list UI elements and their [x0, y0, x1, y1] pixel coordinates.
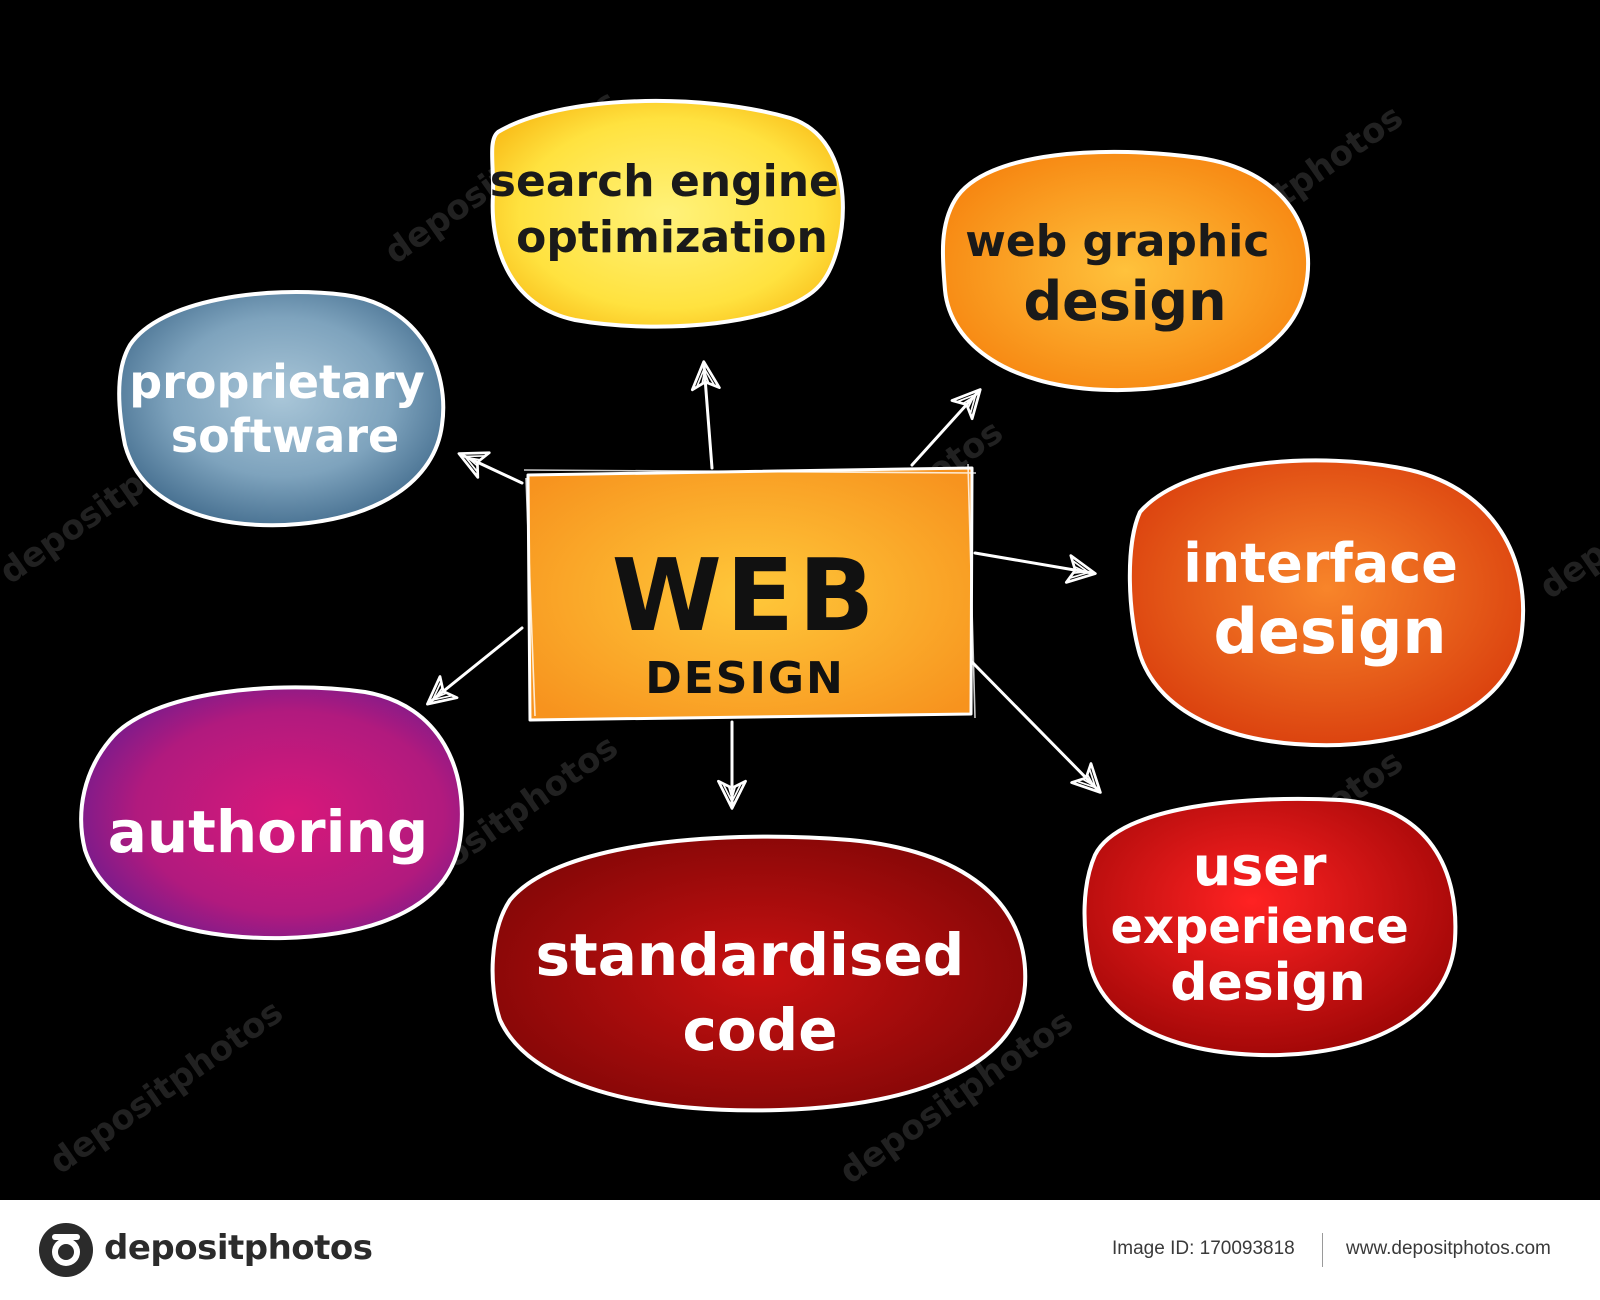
node-standardised-code: standardised code	[490, 834, 1028, 1113]
footer-divider	[1322, 1233, 1323, 1267]
connector-interface	[973, 551, 1097, 584]
node-proprietary-software: proprietary software	[117, 290, 446, 528]
footer-url: www.depositphotos.com	[1346, 1238, 1551, 1259]
camera-logo-icon	[39, 1223, 93, 1277]
central-subtitle: DESIGN	[645, 653, 845, 704]
node-interface-design: interface design	[1127, 458, 1525, 748]
watermark: depositphotos	[42, 992, 290, 1182]
bubble-proprietary-software	[117, 290, 446, 528]
web-design-mind-map: depositphotos depositphotos depositphoto…	[0, 82, 1600, 1192]
node-authoring: authoring	[79, 685, 464, 941]
bubble-search-engine-optimization	[490, 98, 845, 329]
central-title: WEB	[612, 537, 879, 654]
bubble-authoring	[79, 685, 464, 941]
footer-image-id: Image ID: 170093818	[1112, 1238, 1295, 1259]
stock-footer-bar: depositphotos Image ID: 170093818 www.de…	[0, 1200, 1600, 1300]
label-interface-design: interface design	[1183, 532, 1476, 668]
label-standardised-code: standardised code	[536, 921, 985, 1064]
connector-authoring	[425, 626, 524, 706]
node-web-graphic-design: web graphic design	[940, 149, 1311, 393]
central-box	[526, 466, 974, 722]
connector-graphic	[910, 388, 982, 467]
connector-proprietary	[457, 451, 524, 485]
node-user-experience-design: user experience design	[1082, 796, 1458, 1058]
node-search-engine-optimization: search engine optimization	[490, 98, 854, 329]
connector-ux	[970, 660, 1102, 794]
bubble-web-graphic-design	[940, 149, 1311, 393]
bubble-standardised-code	[490, 834, 1028, 1113]
watermark: depositphotos	[1532, 417, 1600, 607]
bubble-interface-design	[1127, 458, 1525, 748]
connector-seo	[690, 360, 721, 470]
label-authoring: authoring	[108, 798, 429, 866]
bubble-user-experience-design	[1082, 796, 1458, 1058]
central-topic: WEB DESIGN	[523, 463, 977, 722]
label-web-graphic-design: web graphic design	[965, 216, 1285, 333]
label-proprietary-software: proprietary software	[129, 355, 441, 463]
label-search-engine-optimization: search engine optimization	[490, 156, 854, 263]
footer-brand: depositphotos	[104, 1228, 373, 1268]
label-user-experience-design: user experience design	[1110, 835, 1425, 1013]
